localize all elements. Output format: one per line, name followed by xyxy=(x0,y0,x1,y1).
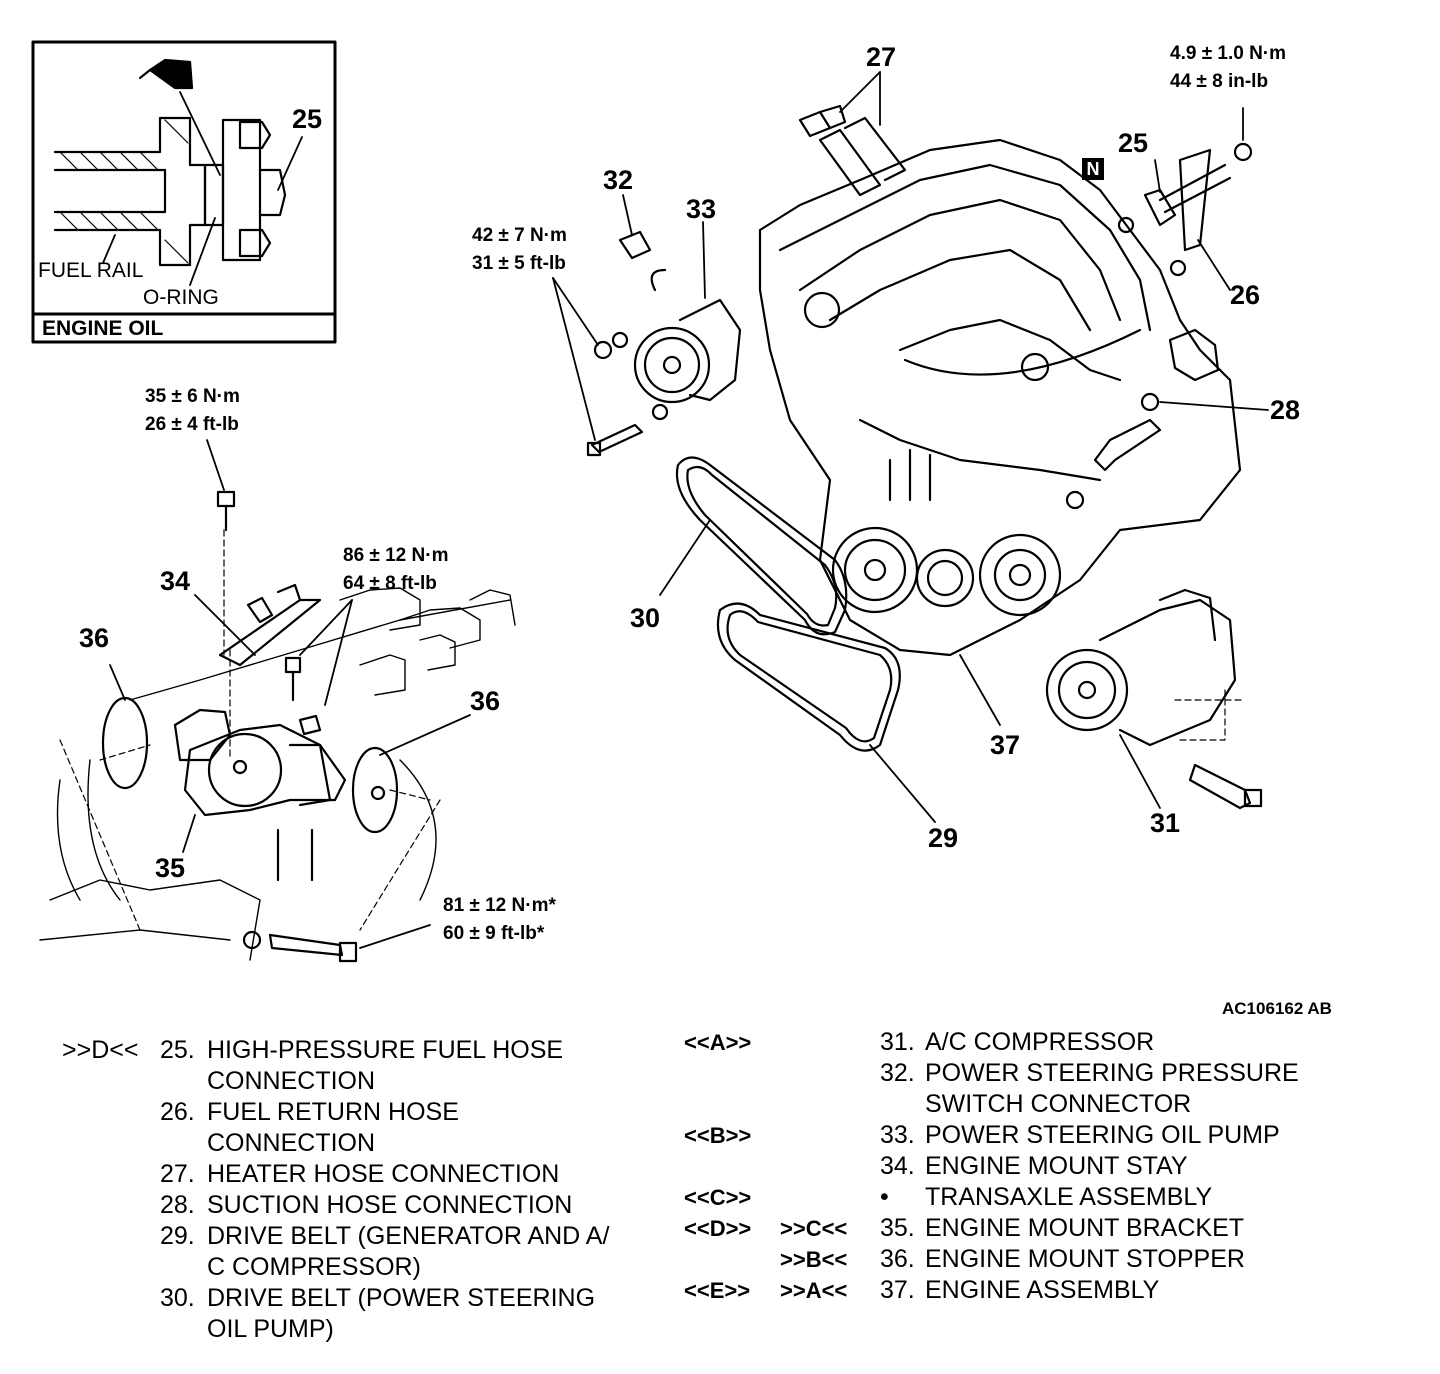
legend-code-2: >>C<< xyxy=(780,1216,848,1241)
legend-num: 31. xyxy=(880,1028,915,1056)
callout-27: 27 xyxy=(866,42,897,72)
legend-item: DRIVE BELT (GENERATOR AND A/ xyxy=(207,1222,610,1250)
legend-code-2: >>B<< xyxy=(780,1247,848,1272)
parts-legend: >>D<< 25. HIGH-PRESSURE FUEL HOSE CONNEC… xyxy=(0,1030,1440,1370)
ac-compressor xyxy=(1045,588,1263,810)
legend-item: A/C COMPRESSOR xyxy=(925,1028,1155,1056)
callout-25: 25 xyxy=(1118,128,1149,158)
engine-mount-assembly xyxy=(39,490,516,963)
legend-num: 37. xyxy=(880,1276,915,1304)
legend-item: ENGINE MOUNT STAY xyxy=(925,1152,1188,1180)
torque-mount-stay-nm: 35 ± 6 N·m xyxy=(145,386,240,407)
callout-34: 34 xyxy=(160,566,191,596)
torque-mount-stay: 35 ± 6 N·m 26 ± 4 ft-lb xyxy=(145,383,240,439)
legend-code: <<A>> xyxy=(684,1030,752,1055)
torque-mount-stay-imperial: 26 ± 4 ft-lb xyxy=(145,414,239,435)
inset-caption: ENGINE OIL xyxy=(42,317,164,340)
callout-35: 35 xyxy=(155,853,186,883)
legend-item: ENGINE MOUNT STOPPER xyxy=(925,1245,1245,1273)
legend-num: 25. xyxy=(160,1036,195,1064)
torque-ps-pump-imperial: 31 ± 5 ft-lb xyxy=(472,253,566,274)
legend-item: HIGH-PRESSURE FUEL HOSE xyxy=(207,1036,564,1064)
engine-assembly xyxy=(758,104,1242,657)
legend-num: 34. xyxy=(880,1152,915,1180)
legend-code: >>D<< xyxy=(62,1036,139,1064)
o-ring-label: O-RING xyxy=(143,286,219,309)
legend-item: FUEL RETURN HOSE xyxy=(207,1098,459,1126)
torque-fuel-hose: 4.9 ± 1.0 N·m 44 ± 8 in-lb xyxy=(1170,40,1286,96)
legend-num: 36. xyxy=(880,1245,915,1273)
torque-fuel-hose-imperial: 44 ± 8 in-lb xyxy=(1170,71,1269,92)
callout-28: 28 xyxy=(1270,395,1301,425)
legend-code: <<B>> xyxy=(684,1123,752,1148)
legend-item: POWER STEERING OIL PUMP xyxy=(925,1121,1280,1149)
callout-36-left: 36 xyxy=(79,623,110,653)
figure-id: AC106162 AB xyxy=(1222,999,1332,1018)
callout-36-right: 36 xyxy=(470,686,501,716)
drive-belts xyxy=(675,456,901,752)
legend-item: TRANSAXLE ASSEMBLY xyxy=(925,1183,1213,1211)
legend-bullet: • xyxy=(880,1183,889,1211)
legend-num: 28. xyxy=(160,1191,195,1219)
legend-item-cont: OIL PUMP) xyxy=(207,1315,334,1343)
callout-31: 31 xyxy=(1150,808,1181,838)
torque-ps-pump-nm: 42 ± 7 N·m xyxy=(472,225,567,246)
callout-33: 33 xyxy=(686,194,717,224)
fuel-rail-label: FUEL RAIL xyxy=(38,259,144,282)
legend-code: <<E>> xyxy=(684,1278,751,1303)
legend-item: SUCTION HOSE CONNECTION xyxy=(207,1191,573,1219)
torque-stopper-bolt: 81 ± 12 N·m* 60 ± 9 ft-lb* xyxy=(443,892,556,948)
callout-32: 32 xyxy=(603,165,634,195)
legend-code-2: >>A<< xyxy=(780,1278,848,1303)
torque-stopper-bolt-nm: 81 ± 12 N·m* xyxy=(443,895,556,916)
leader-lines xyxy=(102,71,1269,949)
inset-callout-25: 25 xyxy=(292,104,323,134)
legend-num: 35. xyxy=(880,1214,915,1242)
legend-item-cont: SWITCH CONNECTOR xyxy=(925,1090,1192,1118)
legend-num: 30. xyxy=(160,1284,195,1312)
legend-item: DRIVE BELT (POWER STEERING xyxy=(207,1284,596,1312)
power-steering-pump xyxy=(586,230,742,457)
legend-num: 33. xyxy=(880,1121,915,1149)
torque-mount-bracket: 86 ± 12 N·m 64 ± 8 ft-lb xyxy=(343,542,448,598)
fuel-rail-inset xyxy=(31,40,337,344)
suction-hose-fitting xyxy=(1065,392,1162,510)
torque-mount-bracket-imperial: 64 ± 8 ft-lb xyxy=(343,573,437,594)
callout-30: 30 xyxy=(630,603,661,633)
torque-stopper-bolt-imperial: 60 ± 9 ft-lb* xyxy=(443,923,545,944)
nut-marker-n: N xyxy=(1082,158,1104,180)
exploded-engine-diagram xyxy=(31,40,1269,963)
callout-29: 29 xyxy=(928,823,959,853)
legend-item-cont: C COMPRESSOR) xyxy=(207,1253,421,1281)
torque-mount-bracket-nm: 86 ± 12 N·m xyxy=(343,545,449,566)
torque-fuel-hose-nm: 4.9 ± 1.0 N·m xyxy=(1170,43,1287,64)
legend-num: 29. xyxy=(160,1222,195,1250)
legend-item-cont: CONNECTION xyxy=(207,1067,376,1095)
torque-ps-pump: 42 ± 7 N·m 31 ± 5 ft-lb xyxy=(472,222,567,278)
legend-code: <<C>> xyxy=(684,1185,752,1210)
fuel-hose-fittings xyxy=(1117,142,1253,277)
legend-item: ENGINE MOUNT BRACKET xyxy=(925,1214,1245,1242)
legend-item: POWER STEERING PRESSURE xyxy=(925,1059,1299,1087)
callout-26: 26 xyxy=(1230,280,1261,310)
legend-num: 26. xyxy=(160,1098,195,1126)
legend-code: <<D>> xyxy=(684,1216,752,1241)
legend-num: 32. xyxy=(880,1059,915,1087)
legend-item: ENGINE ASSEMBLY xyxy=(925,1276,1160,1304)
legend-item: HEATER HOSE CONNECTION xyxy=(207,1160,560,1188)
callout-37: 37 xyxy=(990,730,1021,760)
legend-num: 27. xyxy=(160,1160,195,1188)
legend-item-cont: CONNECTION xyxy=(207,1129,376,1157)
